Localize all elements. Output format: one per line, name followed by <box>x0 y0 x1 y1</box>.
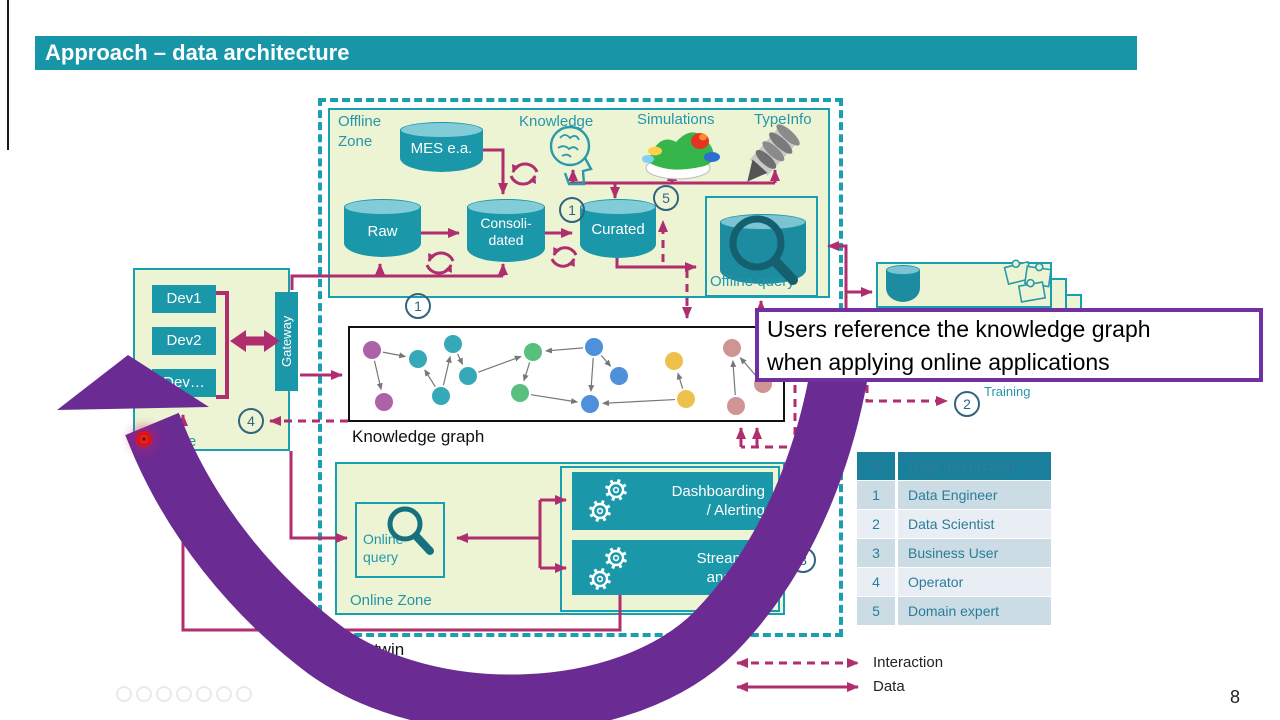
typeinfo-label: TypeInfo <box>754 111 812 128</box>
player-icon[interactable] <box>136 686 152 702</box>
player-icon[interactable] <box>196 686 212 702</box>
dashboarding-box: Dashboarding / Alerting <box>572 472 773 530</box>
circled-number-1-bottom: 1 <box>405 293 431 319</box>
cylinder-top <box>720 214 806 230</box>
offline-zone-label: Offline Zone <box>338 113 382 150</box>
player-icon[interactable] <box>176 686 192 702</box>
device-box-dev2: Dev2 <box>152 327 216 355</box>
gateway-label: Gateway <box>279 315 294 368</box>
laser-pointer-dot <box>136 431 152 447</box>
consolidated-cylinder: Consoli- dated <box>467 199 545 262</box>
knowledge-graph-box <box>348 326 785 422</box>
legend-data-label: Data <box>873 678 905 695</box>
legend-interaction-label: Interaction <box>873 654 944 671</box>
table-header-row: # User interaction <box>857 452 1051 481</box>
stacked-cylinder-1 <box>886 265 920 302</box>
cylinder-top <box>467 199 545 215</box>
page-number: 8 <box>1230 687 1241 707</box>
edge-zone-label: Zone <box>162 433 197 450</box>
callout-line-1: Users reference the knowledge graph <box>767 316 1151 342</box>
offline-query-label: Offline query <box>710 273 795 290</box>
circled-number-3: 3 <box>790 547 816 573</box>
table-header-num: # <box>857 452 895 480</box>
player-icon[interactable] <box>216 686 232 702</box>
circled-number-5: 5 <box>653 185 679 211</box>
raw-cylinder: Raw <box>344 199 421 257</box>
circled-number-2: 2 <box>954 391 980 417</box>
knowledge-label: Knowledge <box>519 113 594 130</box>
gateway-box: Gateway <box>275 292 298 391</box>
training-label: Training <box>984 384 1031 399</box>
page-title: Approach – data architecture <box>35 36 1137 70</box>
player-icon[interactable] <box>116 686 132 702</box>
mes-cylinder: MES e.a. <box>400 122 483 172</box>
digital-twin-label: Digital twin <box>322 640 405 659</box>
streaming-analytics-box: Streaming analytics <box>572 540 773 595</box>
player-icon[interactable] <box>156 686 172 702</box>
player-icon[interactable] <box>236 686 252 702</box>
device-box-dev1: Dev1 <box>152 285 216 313</box>
video-edge-line <box>7 0 9 150</box>
cylinder-top <box>344 199 421 215</box>
knowledge-graph-label: Knowledge graph <box>352 427 485 446</box>
circled-number-4: 4 <box>238 408 264 434</box>
simulations-label: Simulations <box>637 111 715 128</box>
callout-box: Users reference the knowledge graph when… <box>755 308 1263 382</box>
callout-line-2: when applying online applications <box>767 349 1110 375</box>
table-header-role: User interaction <box>898 452 1051 480</box>
online-zone-label: Online Zone <box>350 592 432 609</box>
player-controls <box>116 686 252 702</box>
curated-cylinder: Curated <box>580 199 656 258</box>
device-box-dev3: Dev… <box>152 369 216 397</box>
circled-number-1-curated: 1 <box>559 197 585 223</box>
cylinder-top <box>400 122 483 138</box>
